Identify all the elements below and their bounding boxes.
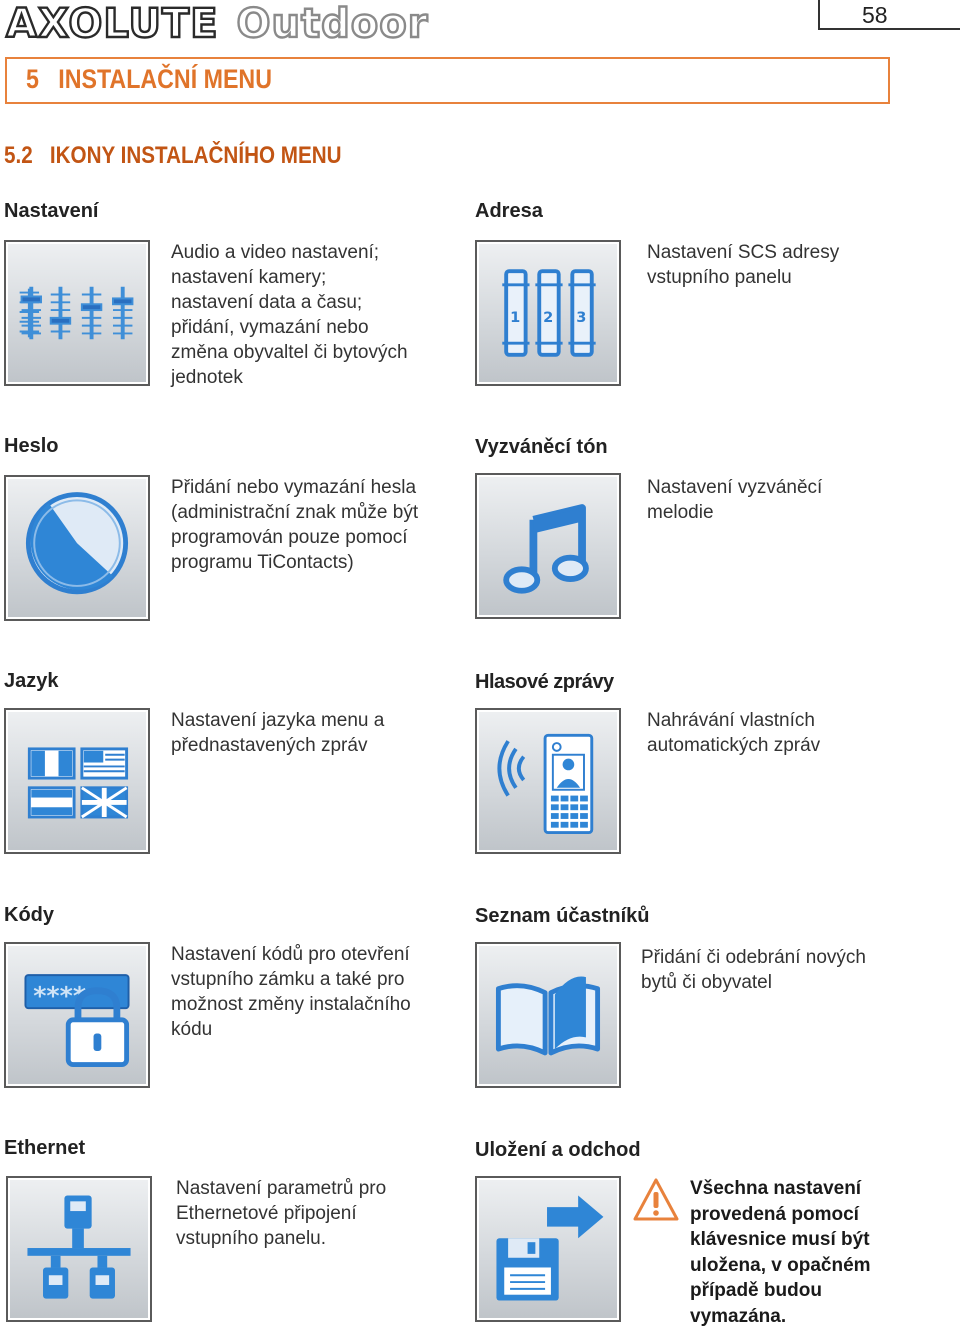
save-exit-icon [496, 1195, 604, 1301]
item-title-nastaveni: Nastavení [4, 200, 99, 222]
item-title-ulozeni-a-odchod: Uložení a odchod [475, 1139, 641, 1161]
tile-vyzvaneci-ton[interactable] [475, 473, 621, 619]
tile-hlasove-zpravy[interactable] [475, 708, 621, 854]
music-note-icon [503, 504, 589, 594]
item-desc-seznam-ucastniku: Přidání či odebrání nových bytů či obyva… [641, 947, 866, 993]
brand-main: AXOLUTE [5, 1, 219, 47]
tile-heslo[interactable] [4, 475, 150, 621]
item-title-jazyk: Jazyk [4, 670, 59, 692]
svg-text:2: 2 [543, 309, 553, 326]
tile-ulozeni-a-odchod[interactable] [475, 1176, 621, 1322]
address-configurator-icon: 1 2 3 [502, 269, 596, 357]
item-desc-nastaveni: Audio a video nastavení; nastavení kamer… [171, 242, 408, 388]
section-title: 5.2 IKONY INSTALAČNÍHO MENU [4, 142, 342, 169]
tile-jazyk[interactable] [4, 708, 150, 854]
item-desc-jazyk: Nastavení jazyka menu a přednastavených … [171, 710, 385, 756]
chapter-banner [5, 57, 890, 104]
item-title-heslo: Heslo [4, 435, 59, 457]
item-title-ethernet: Ethernet [4, 1137, 86, 1159]
password-dial-icon [25, 492, 129, 595]
tile-seznam-ucastniku[interactable] [475, 942, 621, 1088]
item-desc-adresa: Nastavení SCS adresy vstupního panelu [647, 242, 840, 288]
item-desc-vyzvaneci-ton: Nastavení vyzváněcí melodie [647, 477, 823, 523]
item-title-seznam-ucastniku: Seznam účastníků [475, 905, 650, 927]
item-title-kody: Kódy [4, 904, 54, 926]
language-flags-icon [27, 747, 129, 819]
tile-nastaveni[interactable] [4, 240, 150, 386]
tile-ethernet[interactable] [6, 1176, 152, 1322]
brand-sub: Outdoor [235, 1, 429, 47]
code-padlock-icon: **** [24, 974, 130, 1068]
item-desc-kody: Nastavení kódů pro otevření vstupního zá… [171, 944, 411, 1040]
open-book-icon [495, 976, 601, 1056]
page-number-box [818, 0, 960, 30]
warning-triangle-icon [632, 1176, 680, 1224]
svg-text:3: 3 [576, 309, 586, 326]
warning-text: Všechna nastavení provedená pomocí kláve… [690, 1178, 871, 1327]
item-desc-ethernet: Nastavení parametrů pro Ethernetové přip… [176, 1178, 387, 1249]
item-desc-hlasove-zpravy: Nahrávání vlastních automatických zpráv [647, 710, 821, 756]
chapter-title: 5 INSTALAČNÍ MENU [26, 64, 272, 94]
svg-text:1: 1 [510, 309, 520, 326]
equalizer-sliders-icon [19, 286, 134, 340]
item-title-hlasove-zpravy: Hlasové zprávy [475, 671, 614, 693]
item-title-adresa: Adresa [475, 200, 543, 222]
item-desc-heslo: Přidání nebo vymazání hesla (administrač… [171, 477, 419, 573]
ethernet-network-icon [27, 1195, 131, 1299]
voice-message-panel-icon [497, 733, 594, 835]
item-title-vyzvaneci-ton: Vyzváněcí tón [475, 436, 608, 458]
tile-kody[interactable]: **** [4, 942, 150, 1088]
brand-logo: AXOLUTE Outdoor [5, 1, 429, 47]
tile-adresa[interactable]: 1 2 3 [475, 240, 621, 386]
page-number: 58 [862, 2, 888, 28]
